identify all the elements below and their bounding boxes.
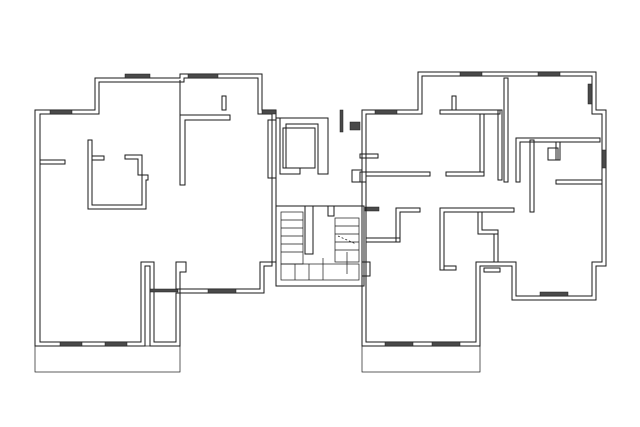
interior-wall bbox=[179, 80, 231, 186]
interior-wall bbox=[529, 139, 535, 213]
right-wing bbox=[361, 71, 607, 373]
interior-wall bbox=[39, 159, 66, 165]
door-marker bbox=[349, 121, 361, 131]
stair-outer bbox=[275, 205, 365, 287]
interior-wall bbox=[503, 77, 509, 183]
interior-room bbox=[87, 139, 149, 210]
interior-wall bbox=[361, 261, 371, 277]
left-wing bbox=[34, 73, 277, 373]
window bbox=[149, 288, 179, 293]
stair-landing bbox=[280, 263, 360, 281]
window bbox=[207, 288, 237, 294]
left-wing-inner-wall bbox=[39, 77, 273, 343]
interior-wall bbox=[439, 207, 515, 271]
interior-wall bbox=[124, 154, 143, 176]
window bbox=[601, 149, 607, 169]
right-balcony bbox=[361, 345, 481, 373]
interior-wall bbox=[451, 95, 457, 111]
interior-wall bbox=[477, 211, 499, 235]
interior-wall bbox=[515, 137, 601, 183]
interior-wall bbox=[439, 109, 501, 115]
window bbox=[537, 71, 561, 77]
window bbox=[364, 206, 380, 212]
stair-core-wall bbox=[304, 205, 314, 255]
elevator-shaft-inner bbox=[282, 127, 316, 169]
door-marker bbox=[339, 109, 344, 133]
window bbox=[187, 73, 219, 79]
interior-wall bbox=[395, 207, 421, 243]
interior-wall bbox=[359, 153, 379, 159]
interior-wall bbox=[175, 261, 187, 290]
interior-wall bbox=[497, 109, 503, 181]
window bbox=[261, 109, 277, 115]
window bbox=[587, 83, 593, 105]
window bbox=[431, 341, 461, 347]
interior-wall bbox=[443, 265, 457, 271]
interior-wall bbox=[479, 113, 485, 173]
central-core bbox=[275, 109, 431, 287]
interior-wall bbox=[365, 237, 401, 243]
interior-wall bbox=[221, 95, 227, 111]
window bbox=[49, 109, 73, 115]
window bbox=[104, 341, 128, 347]
right-wing-outer-wall bbox=[361, 71, 607, 347]
stairwell bbox=[275, 205, 365, 287]
interior-wall bbox=[91, 155, 105, 161]
interior-wall bbox=[555, 179, 603, 185]
fixture bbox=[547, 147, 559, 161]
interior-wall bbox=[267, 119, 277, 179]
left-wing-outer-wall bbox=[34, 73, 277, 347]
elevator-shaft bbox=[276, 117, 329, 175]
interior-wall bbox=[493, 233, 499, 263]
window bbox=[539, 291, 569, 297]
window bbox=[384, 341, 414, 347]
window bbox=[124, 73, 151, 79]
window bbox=[59, 341, 83, 347]
stair-core-wall bbox=[327, 205, 335, 217]
interior-wall bbox=[445, 171, 485, 177]
interior-wall bbox=[555, 141, 561, 161]
window bbox=[374, 109, 398, 115]
window bbox=[459, 71, 483, 77]
left-balcony bbox=[34, 345, 181, 373]
interior-wall bbox=[359, 171, 431, 183]
interior-wall bbox=[483, 267, 501, 273]
